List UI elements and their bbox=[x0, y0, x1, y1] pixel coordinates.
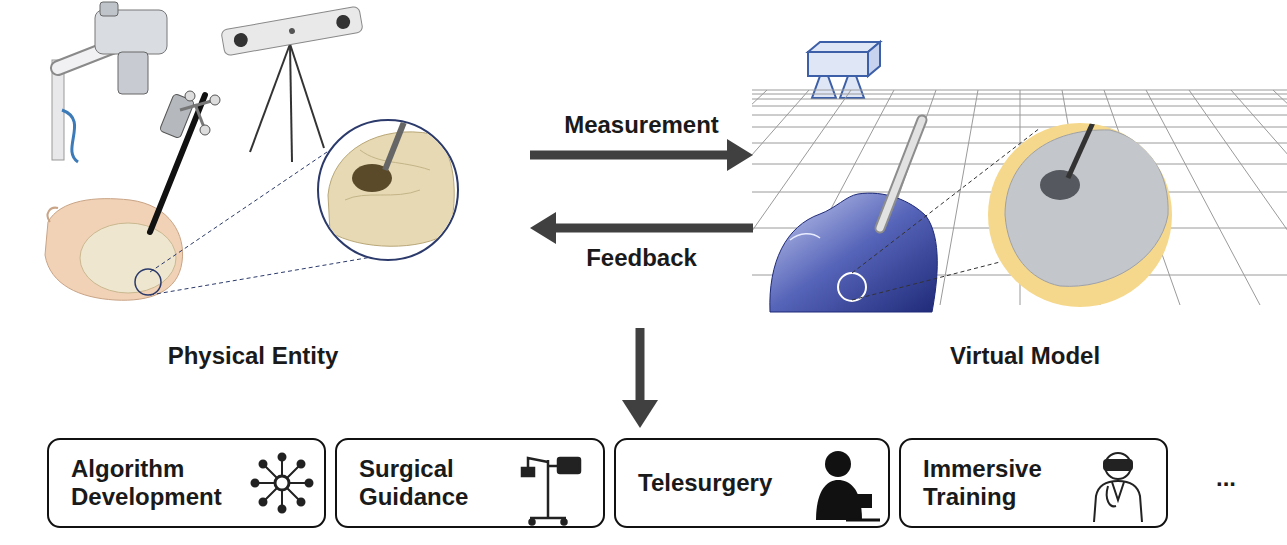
application-box: Telesurgery bbox=[614, 438, 890, 528]
icon-dot bbox=[260, 461, 267, 468]
icon-dot bbox=[260, 499, 267, 506]
ellipsis-label: ... bbox=[1213, 464, 1239, 492]
camera-front bbox=[808, 52, 868, 76]
zoom-leader bbox=[852, 262, 1000, 300]
arrow-shaft bbox=[636, 328, 645, 402]
icon-dot bbox=[298, 499, 305, 506]
marker-ball bbox=[200, 125, 210, 135]
icon-pole bbox=[547, 460, 550, 518]
microscope-cable bbox=[62, 110, 78, 162]
grid-line bbox=[940, 90, 978, 305]
vr-doctor-icon bbox=[1094, 453, 1142, 522]
navigation-cart-icon bbox=[522, 458, 580, 525]
icon-hub bbox=[275, 476, 289, 490]
head-skin bbox=[45, 199, 183, 301]
icon-dot bbox=[306, 480, 313, 487]
tripod-leg bbox=[290, 44, 324, 148]
skull-model bbox=[328, 112, 454, 246]
tracker-housing bbox=[221, 6, 363, 56]
box-label: Immersive Training bbox=[923, 455, 1073, 511]
network-icon bbox=[252, 454, 313, 513]
icon-stethoscope bbox=[1107, 486, 1116, 506]
down-arrow bbox=[622, 328, 658, 428]
virtual-skull bbox=[1005, 118, 1168, 286]
virtual-head bbox=[770, 193, 937, 312]
icon-console bbox=[852, 494, 872, 508]
edge-label: Feedback bbox=[583, 244, 700, 272]
application-box: Surgical Guidance bbox=[335, 438, 605, 528]
operator-icon bbox=[816, 451, 880, 520]
application-box: Immersive Training bbox=[899, 438, 1168, 528]
arrow-head bbox=[622, 400, 658, 428]
icon-head bbox=[825, 451, 851, 477]
tool-tip bbox=[1068, 118, 1095, 178]
physical-entity-region: Physical Entity bbox=[0, 0, 506, 378]
icon-wheel bbox=[562, 520, 567, 525]
tripod-leg bbox=[250, 44, 290, 152]
microscope-picture bbox=[52, 2, 167, 162]
physical-zoom bbox=[150, 112, 458, 295]
skull-shape bbox=[1005, 130, 1168, 286]
icon-base bbox=[530, 517, 566, 520]
tracker-bar bbox=[221, 6, 363, 56]
icon-wheel bbox=[530, 520, 535, 525]
virtual-head-picture bbox=[770, 120, 937, 312]
microscope-eyepiece bbox=[100, 2, 118, 16]
icon-monitor bbox=[558, 458, 580, 473]
grid-line bbox=[752, 90, 767, 305]
grid-line bbox=[1273, 90, 1287, 305]
box-label: Surgical Guidance bbox=[359, 455, 499, 511]
virtual-tool bbox=[880, 120, 922, 228]
marker-ball bbox=[185, 91, 195, 101]
tracker-lens bbox=[233, 32, 249, 48]
region-title: Physical Entity bbox=[168, 342, 339, 370]
patient-head-picture bbox=[45, 91, 220, 300]
icon-rays bbox=[258, 460, 306, 506]
grid-line bbox=[1231, 90, 1287, 305]
drill-tip bbox=[385, 112, 408, 170]
camera-lens bbox=[812, 76, 836, 98]
flow-arrow bbox=[530, 151, 733, 160]
icon-dot bbox=[252, 480, 259, 487]
icon-mount bbox=[548, 465, 558, 468]
icon-dot bbox=[279, 454, 286, 461]
icon-dot bbox=[279, 506, 286, 513]
virtual-model-region: Virtual Model bbox=[765, 0, 1285, 378]
icon-dot bbox=[298, 461, 305, 468]
virtual-focus-ring bbox=[838, 273, 866, 301]
virtual-zoom bbox=[852, 118, 1172, 307]
tracker-lens bbox=[335, 14, 351, 30]
zoom-leader bbox=[150, 257, 372, 295]
edge-label: Measurement bbox=[561, 111, 722, 139]
icon-desk bbox=[846, 519, 880, 522]
camera-lens bbox=[840, 76, 864, 98]
microscope-lens bbox=[118, 52, 148, 94]
icon-coat bbox=[1094, 481, 1142, 522]
microscope-body bbox=[95, 10, 167, 54]
box-label: Telesurgery bbox=[638, 469, 772, 497]
virtual-eye bbox=[790, 234, 820, 240]
icon-collar bbox=[1112, 482, 1124, 500]
head-nose bbox=[48, 208, 58, 222]
box-label: Algorithm Development bbox=[71, 455, 246, 511]
camera-side bbox=[868, 42, 880, 76]
zoom-circle bbox=[318, 120, 458, 260]
tripod-leg bbox=[290, 44, 292, 162]
region-title: Virtual Model bbox=[950, 342, 1100, 370]
tracker-dot bbox=[289, 28, 296, 35]
icon-camera bbox=[522, 468, 534, 476]
grid-line bbox=[1189, 90, 1287, 305]
icon-goggles bbox=[1104, 460, 1132, 470]
icon-head bbox=[1105, 453, 1131, 479]
focus-ring bbox=[135, 269, 161, 295]
flow-arrow bbox=[550, 224, 753, 233]
zoom-leader bbox=[150, 150, 330, 272]
application-box: Algorithm Development bbox=[47, 438, 326, 528]
virtual-tool bbox=[880, 120, 922, 228]
drilled-hole bbox=[1040, 170, 1080, 200]
marker-ball bbox=[210, 95, 220, 105]
